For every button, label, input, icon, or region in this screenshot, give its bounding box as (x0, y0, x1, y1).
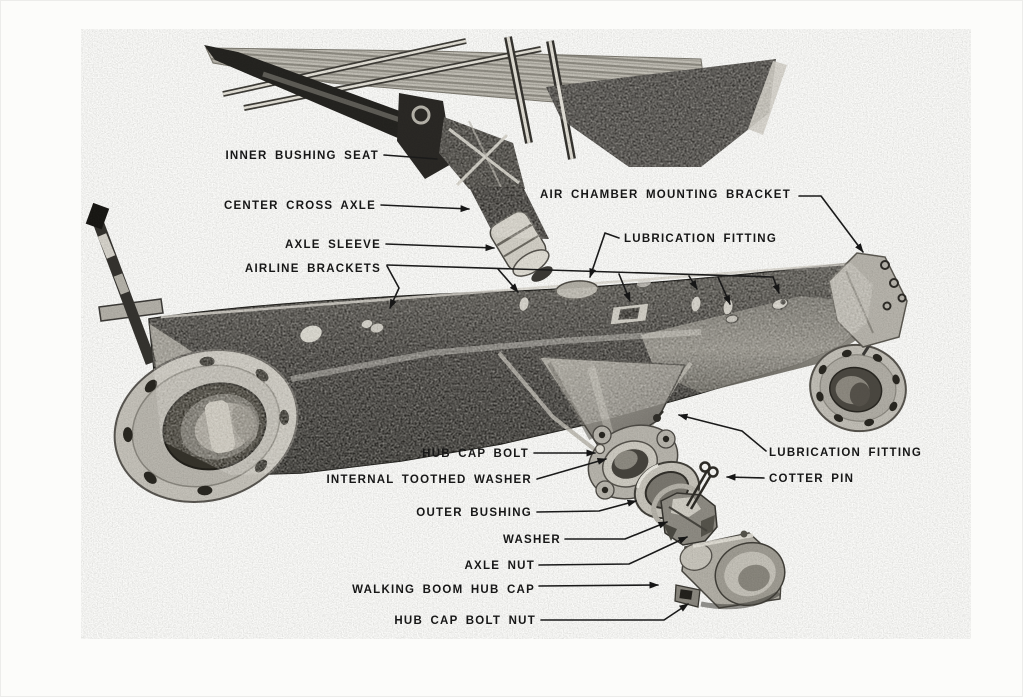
leader-branch (717, 276, 731, 305)
label-hub-cap-bolt: HUB CAP BOLT (422, 448, 529, 460)
leader-branch (688, 275, 698, 290)
label-axle-sleeve: AXLE SLEEVE (285, 239, 381, 251)
label-washer: WASHER (503, 534, 561, 546)
label-hub-cap-bolt-nut: HUB CAP BOLT NUT (394, 615, 536, 627)
label-internal-toothed-washer: INTERNAL TOOTHED WASHER (326, 474, 532, 486)
label-cotter-pin: COTTER PIN (769, 473, 854, 485)
leader-walking-boom-hub-cap (538, 581, 659, 589)
leader-branch (618, 273, 631, 302)
label-lubrication-fitting-top: LUBRICATION FITTING (624, 233, 777, 245)
leader-hub-cap-bolt-nut (540, 603, 689, 621)
stabilizer-rod (85, 202, 157, 365)
label-lubrication-fitting-right: LUBRICATION FITTING (769, 447, 922, 459)
label-inner-bushing-seat: INNER BUSHING SEAT (225, 150, 379, 162)
exploded-parts (633, 460, 786, 610)
leader-branch (497, 268, 519, 293)
leader-lines (380, 154, 864, 621)
leader-inner-bushing-seat (383, 154, 438, 160)
leader-airline-brackets-main (386, 264, 774, 278)
leader-center-cross-axle (380, 204, 470, 213)
label-air-chamber-mounting-bracket: AIR CHAMBER MOUNTING BRACKET (540, 189, 791, 201)
leader-axle-nut (538, 536, 688, 566)
leader-airline-brackets-left (386, 265, 400, 309)
label-airline-brackets: AIRLINE BRACKETS (245, 263, 381, 275)
leader-outer-bushing (536, 499, 637, 513)
label-center-cross-axle: CENTER CROSS AXLE (224, 200, 376, 212)
label-outer-bushing: OUTER BUSHING (416, 507, 532, 519)
center-cross-axle-part (439, 117, 553, 282)
leader-lubrication-top (589, 232, 620, 278)
junction-plate (609, 302, 650, 326)
leader-lubrication-right (678, 413, 767, 452)
leader-washer (564, 521, 668, 540)
leader-air-chamber-bracket (798, 195, 864, 253)
leader-cotter-pin (726, 473, 765, 481)
labels-layer: INNER BUSHING SEAT CENTER CROSS AXLE AXL… (224, 150, 922, 627)
hub-cap-bolt-part (594, 443, 606, 455)
label-axle-nut: AXLE NUT (465, 560, 536, 572)
leader-internal-toothed-washer (536, 458, 607, 480)
leader-axle-sleeve (385, 243, 495, 252)
leader-branch (772, 276, 780, 294)
label-walking-boom-hub-cap: WALKING BOOM HUB CAP (352, 584, 535, 596)
